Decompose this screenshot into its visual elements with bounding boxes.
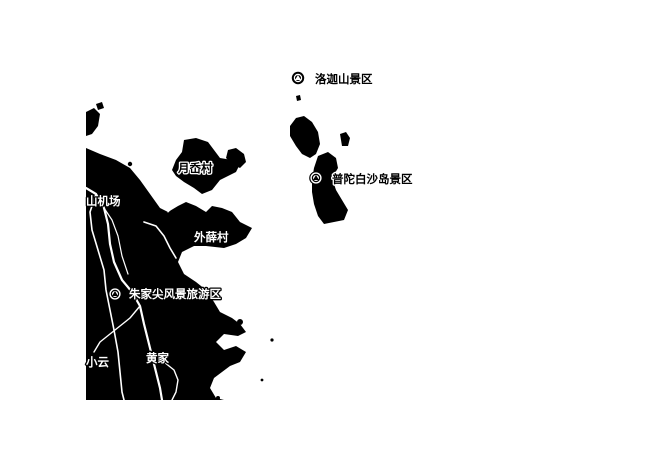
label-zhujiajian-scenic[interactable]: 朱家尖风景旅游区: [127, 286, 223, 303]
road-network: [84, 186, 185, 402]
scenic-spot-icon[interactable]: [108, 287, 122, 301]
label-yueling-village[interactable]: 月岙村: [176, 160, 215, 177]
south-loop-road: [93, 305, 141, 353]
southeast-rock: [260, 378, 264, 382]
north-rock: [127, 161, 133, 167]
putuo-island: [290, 116, 320, 158]
west-loop-road: [103, 207, 129, 275]
airport-road: [89, 193, 125, 401]
coastal-road: [151, 355, 179, 401]
south-rock-2: [216, 396, 220, 400]
putuo-islet-east: [340, 132, 350, 146]
south-rock: [237, 319, 243, 325]
label-waixue-village[interactable]: 外薛村: [192, 229, 231, 246]
east-rock: [270, 338, 274, 342]
label-putuo-sand-scenic[interactable]: 普陀白沙岛景区: [331, 171, 415, 188]
label-luojia-scenic[interactable]: 洛迦山景区: [314, 71, 375, 88]
northwest-rock: [96, 102, 104, 110]
putuo-south-island: [312, 152, 348, 224]
northwest-headland: [86, 108, 100, 136]
north-rock-2: [180, 166, 184, 170]
main-road: [84, 186, 164, 402]
zhujiajian-island: [86, 148, 252, 400]
label-zhujiajian-airport[interactable]: 山机场: [85, 193, 123, 210]
luojia-islet: [296, 95, 301, 101]
yueao-islet: [226, 148, 246, 168]
scenic-spot-icon[interactable]: [309, 171, 323, 185]
label-xiaoyun[interactable]: 小云: [84, 354, 111, 371]
east-connector-road: [143, 221, 177, 259]
north-peninsula: [172, 138, 240, 194]
label-huangjia[interactable]: 黄家: [145, 350, 171, 367]
scenic-spot-icon[interactable]: [291, 71, 305, 85]
bridge-road: [167, 199, 185, 213]
